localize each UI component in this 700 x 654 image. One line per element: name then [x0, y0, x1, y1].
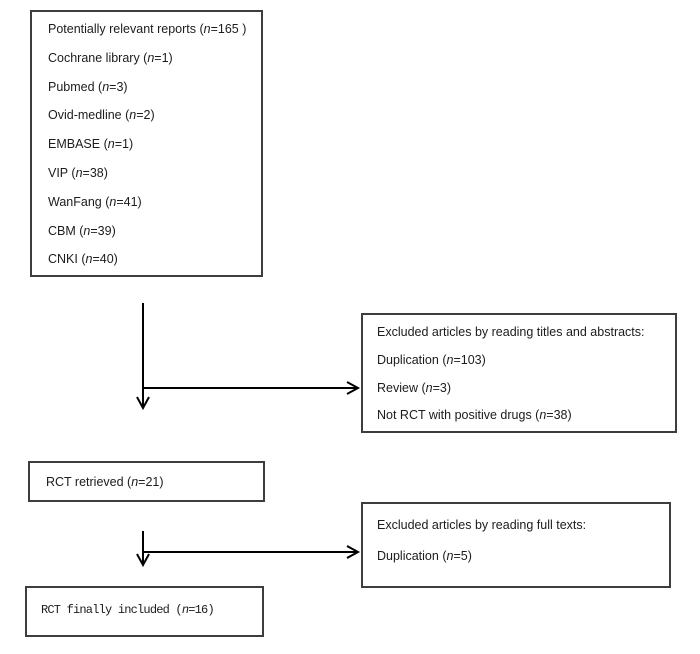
- rct-retrieved-box: RCT retrieved (n=21): [28, 461, 265, 502]
- sources-line: WanFang (n=41): [48, 194, 142, 209]
- sources-line: EMBASE (n=1): [48, 137, 134, 152]
- exclusion-reason: Not RCT with positive drugs (n=38): [377, 408, 572, 423]
- sources-line: Potentially relevant reports (n=165 ): [48, 22, 247, 36]
- rct-retrieved-label: RCT retrieved (n=21): [46, 474, 164, 489]
- exclusion-reason: Excluded articles by reading full texts:: [377, 518, 587, 532]
- excluded-fulltext-box: Excluded articles by reading full texts:…: [361, 502, 671, 588]
- sources-line: Cochrane library (n=1): [48, 50, 173, 65]
- sources-line: CNKI (n=40): [48, 252, 118, 267]
- exclusion-reason: Duplication (n=103): [377, 352, 486, 367]
- sources-line: VIP (n=38): [48, 165, 108, 180]
- rct-included-label: RCT finally included (n=16): [41, 603, 215, 617]
- excluded-titles-abstracts-box: Excluded articles by reading titles and …: [361, 313, 677, 433]
- sources-line: CBM (n=39): [48, 223, 116, 238]
- exclusion-reason: Review (n=3): [377, 380, 451, 395]
- sources-line: Pubmed (n=3): [48, 79, 128, 94]
- rct-included-box: RCT finally included (n=16): [25, 586, 264, 637]
- exclusion-reason: Duplication (n=5): [377, 549, 472, 563]
- exclusion-reason: Excluded articles by reading titles and …: [377, 325, 645, 339]
- sources-box: Potentially relevant reports (n=165 ) Co…: [30, 10, 263, 277]
- sources-line: Ovid-medline (n=2): [48, 108, 155, 123]
